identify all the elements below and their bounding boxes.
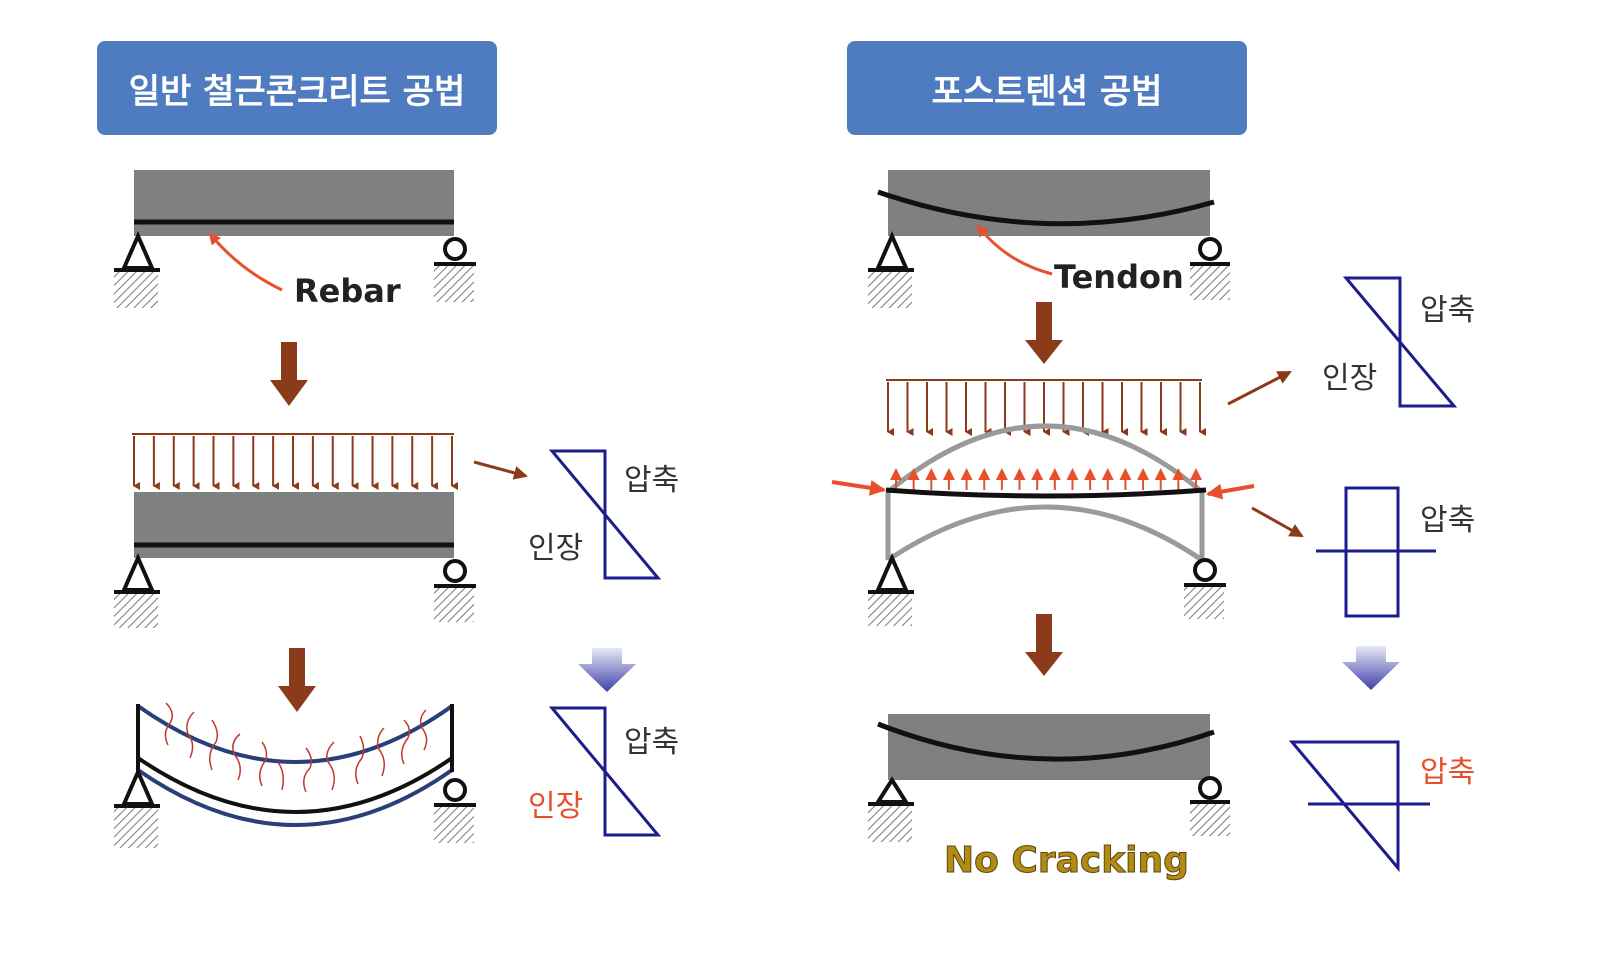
pt-beam-loaded	[831, 370, 1304, 626]
tension-label: 인장	[528, 531, 583, 566]
rc-cracked-stress-diagram: 압축 인장	[528, 706, 679, 837]
compression-label: 압축	[624, 463, 679, 498]
rebar-label: Rebar	[294, 272, 401, 310]
compression-label: 압축	[1420, 503, 1475, 538]
distributed-load-arrows	[887, 382, 1206, 436]
pt-final-stress-diagram: 압축	[1288, 740, 1475, 873]
process-down-arrow	[1025, 614, 1063, 676]
distributed-load-arrows	[133, 436, 458, 490]
tension-label-highlighted: 인장	[528, 789, 583, 824]
compression-label: 압축	[1420, 293, 1475, 328]
post-tension-method-header: 포스트텐션 공법	[847, 41, 1247, 135]
process-down-arrow	[1025, 302, 1063, 364]
crack-lines	[164, 702, 428, 793]
rc-beam-cracked	[114, 702, 476, 848]
process-down-arrow	[278, 648, 316, 712]
transition-arrow-icon	[578, 648, 636, 692]
conventional-rc-method-header: 일반 철근콘크리트 공법	[97, 41, 497, 135]
tendon-uplift-arrows	[890, 468, 1202, 490]
rc-beam-unloaded: Rebar	[114, 170, 476, 310]
tendon-label: Tendon	[1054, 258, 1184, 296]
rc-beam-loaded	[114, 433, 528, 628]
tension-label: 인장	[1322, 361, 1377, 396]
pt-prestress-stress-diagram: 압축	[1316, 486, 1475, 618]
pt-beam-result: No Cracking	[868, 714, 1230, 882]
no-cracking-label: No Cracking	[944, 840, 1189, 881]
rc-stress-diagram: 압축 인장	[528, 449, 679, 580]
process-down-arrow	[270, 342, 308, 406]
transition-arrow-icon	[1342, 646, 1400, 690]
compression-label-highlighted: 압축	[1420, 755, 1475, 790]
pt-load-stress-diagram: 압축 인장	[1322, 276, 1475, 408]
pt-beam-unloaded: Tendon	[868, 170, 1230, 308]
compression-label: 압축	[624, 725, 679, 760]
